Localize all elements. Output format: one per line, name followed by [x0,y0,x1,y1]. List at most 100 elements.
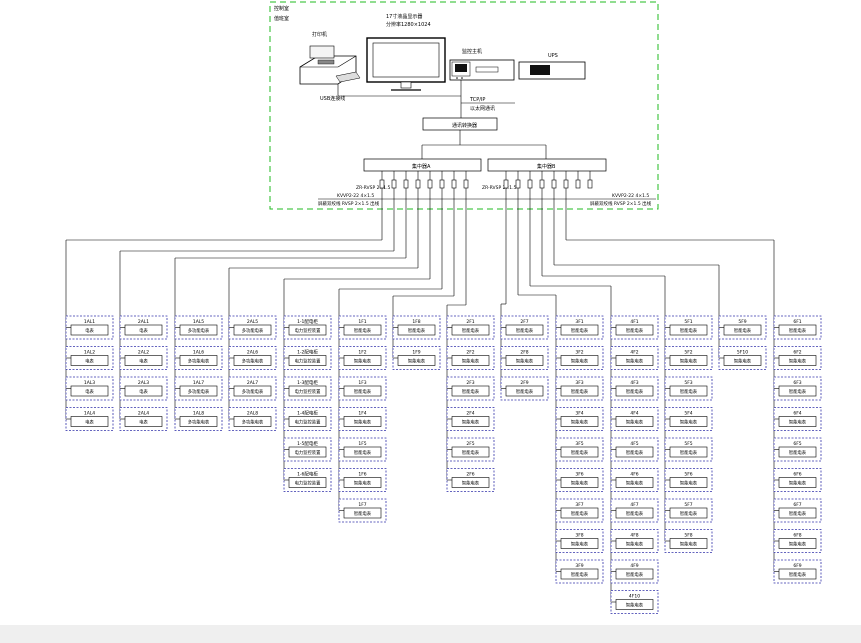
ups-icon [518,61,586,80]
module-id: 1AL8 [193,411,204,417]
module-type: 智能电表 [789,571,807,578]
module-type: 多功能电表 [242,358,264,365]
port-connector [527,179,533,189]
module-inner-box [343,477,382,488]
module-type: 智能电表 [354,419,372,426]
module-type: 智能电表 [571,358,589,365]
module-inner-box [233,385,272,397]
module-type: 智能电表 [354,388,372,395]
module-inner-box [70,355,109,366]
module-inner-box [288,355,327,366]
ups-label: UPS [548,53,558,59]
module-inner-box [778,446,817,458]
port-connector [587,179,593,189]
module-inner-box [778,324,817,336]
module-type: 智能电表 [680,449,698,456]
module-type: 智能电表 [354,358,372,365]
module-type: 智能电表 [680,480,698,487]
module-inner-box [451,446,490,458]
module-type: 智能电表 [680,541,698,548]
module-6F7: 6F7 智能电表 [773,498,822,523]
module-type: 电表 [85,419,94,426]
module-type: 智能电表 [789,419,807,426]
hub-a-box [363,158,482,172]
module-inner-box [124,324,163,336]
printer-icon [299,45,361,85]
monitor-icon [366,37,446,91]
module-inner-box [723,324,762,336]
module-id: 5F7 [684,502,692,508]
module-id: 6F5 [793,441,801,447]
module-id: 1F4 [358,411,366,417]
module-type: 多功能电表 [188,327,210,334]
module-type: 智能电表 [516,327,534,334]
module-inner-box [451,477,490,488]
module-inner-box [615,599,654,610]
module-id: 4F4 [630,411,638,417]
module-id: 1-3配电柜 [297,379,318,386]
module-type: 智能电表 [626,571,644,578]
module-id: 1AL3 [84,380,95,386]
module-id: 3F6 [575,472,583,478]
module-type: 电表 [139,327,148,334]
module-type: 智能电表 [626,419,644,426]
module-1AL8: 1AL8 多功能电表 [174,407,223,431]
module-id: 2F7 [520,319,528,325]
module-id: 3F3 [575,380,583,386]
module-id: 5F6 [684,472,692,478]
module-id: 5F5 [684,441,692,447]
module-type: 智能电表 [680,510,698,517]
module-inner-box [288,324,327,336]
module-type: 智能电表 [354,480,372,487]
module-inner-box [343,416,382,427]
module-id: 1F3 [358,380,366,386]
module-5F5: 5F5 智能电表 [664,437,713,462]
module-inner-box [179,385,218,397]
module-inner-box [451,416,490,427]
module-type: 智能电表 [408,358,426,365]
module-inner-box [505,355,544,366]
module-id: 5F1 [684,319,692,325]
port-connector [551,179,557,189]
module-inner-box [560,355,599,366]
module-type: 智能电表 [354,327,372,334]
module-id: 2F2 [466,350,474,356]
module-type: 多功能电表 [188,419,210,426]
module-type: 智能电表 [571,419,589,426]
module-id: 2AL5 [247,319,258,325]
module-type: 智能电表 [789,510,807,517]
ethernet-label: 以太网通讯 [470,105,495,112]
module-id: 3F9 [575,563,583,569]
module-inner-box [179,324,218,336]
module-inner-box [778,385,817,397]
printer-label: 打印机 [312,31,327,38]
module-inner-box [669,324,708,336]
control-room-label: 控制室 [274,5,289,12]
module-id: 5F9 [738,319,746,325]
module-id: 6F7 [793,502,801,508]
module-type: 电表 [139,358,148,365]
module-inner-box [70,416,109,427]
